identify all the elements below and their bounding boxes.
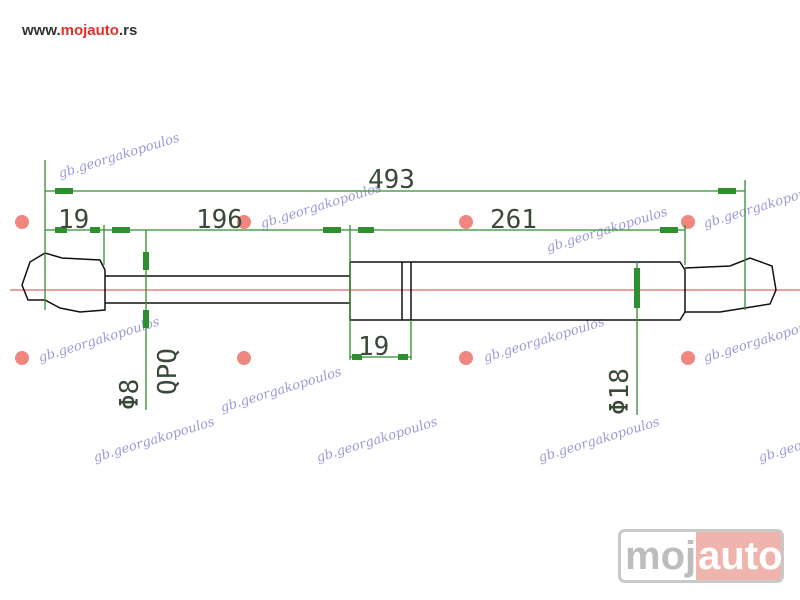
watermark-logo-icons xyxy=(15,215,695,365)
watermark-text: gb.georgakopoulos xyxy=(57,131,182,182)
url-brand: mojauto xyxy=(60,22,119,39)
url-suffix: .rs xyxy=(118,22,138,39)
watermark-text: gb.georgakopoulos xyxy=(537,415,662,466)
dim-body-label: 261 xyxy=(490,205,537,235)
watermark-text: gb.georgakopoulos xyxy=(92,415,217,466)
rod-finish-label: QPQ xyxy=(153,348,183,395)
logo-part-moj: moj xyxy=(625,534,697,578)
watermark-text: gb.georgakopoulos xyxy=(315,415,440,466)
left-end-fitting xyxy=(21,252,106,313)
dim-rod-label: 196 xyxy=(196,205,243,235)
watermark-text: gb.georgakopoulos xyxy=(702,181,800,232)
watermark-text: gb.georgakopoulos xyxy=(757,415,800,466)
site-url[interactable]: www.mojauto.rs xyxy=(22,22,137,39)
watermark-text: gb.georgakopoulos xyxy=(219,365,344,416)
dim-total-label: 493 xyxy=(368,165,415,195)
url-prefix: www. xyxy=(22,22,61,39)
watermark-text: gb.georgakopoulos xyxy=(259,181,384,232)
dim-left-fitting-label: 19 xyxy=(58,205,89,235)
logo-part-auto: auto xyxy=(696,532,783,580)
strut-outline xyxy=(21,252,777,321)
dimension-arrows xyxy=(55,188,736,360)
dim-body-diameter-label: Φ18 xyxy=(605,368,635,415)
dim-collar-label: 19 xyxy=(358,332,389,362)
right-end-fitting xyxy=(684,257,777,313)
dim-rod-diameter-label: Φ8 xyxy=(115,379,145,410)
watermark-text: gb.georgakopoulos xyxy=(482,315,607,366)
watermark-text: gb.georgakopoulos xyxy=(702,315,800,366)
